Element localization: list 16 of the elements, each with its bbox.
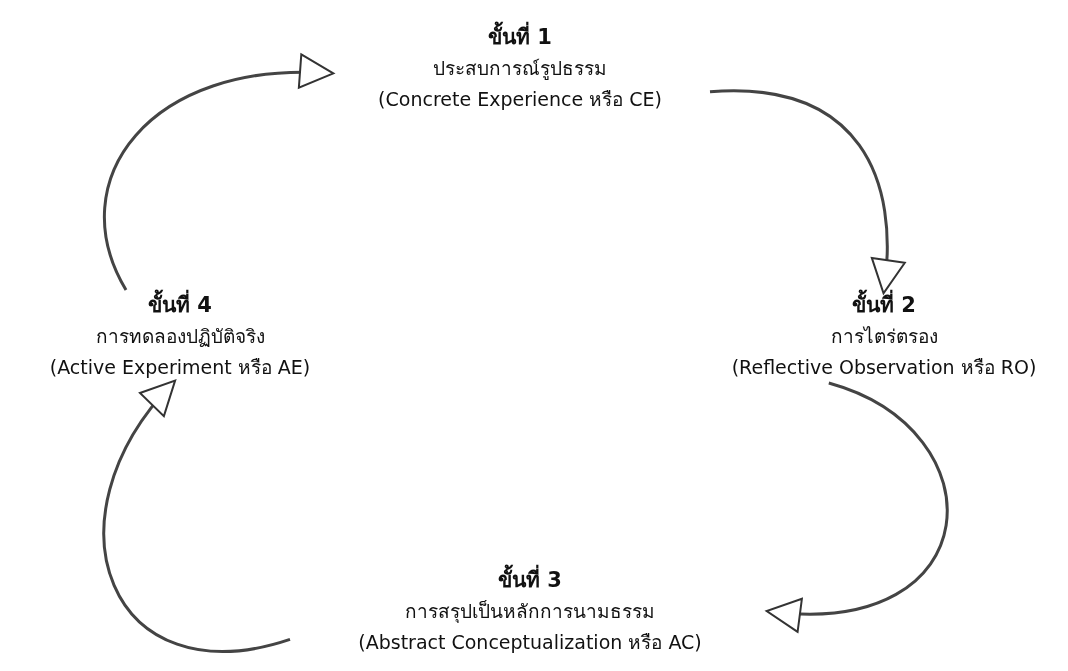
step-name: ประสบการณ์รูปธรรม: [432, 56, 608, 82]
curved-arrow: [102, 379, 291, 653]
step-heading: ขั้นที่ 2: [700, 290, 1068, 321]
step-subtitle: (Concrete Experience หรือ CE): [377, 87, 663, 112]
step-name: การไตร่ตรอง: [829, 324, 939, 349]
curved-arrow: [103, 55, 335, 291]
step-subtitle: (Abstract Conceptualization หรือ AC): [357, 630, 703, 655]
step-subtitle: (Reflective Observation หรือ RO): [730, 355, 1038, 380]
curved-arrow: [765, 381, 948, 631]
step-subtitle: (Active Experiment หรือ AE): [48, 355, 312, 380]
step-name: การสรุปเป็นหลักการนามธรรม: [404, 599, 656, 625]
step-heading: ขั้นที่ 3: [290, 565, 770, 596]
curved-arrow: [709, 89, 905, 295]
step-heading: ขั้นที่ 1: [330, 22, 710, 53]
step-name: การทดลองปฏิบัติจริง: [94, 324, 266, 349]
step-heading: ขั้นที่ 4: [0, 290, 360, 321]
